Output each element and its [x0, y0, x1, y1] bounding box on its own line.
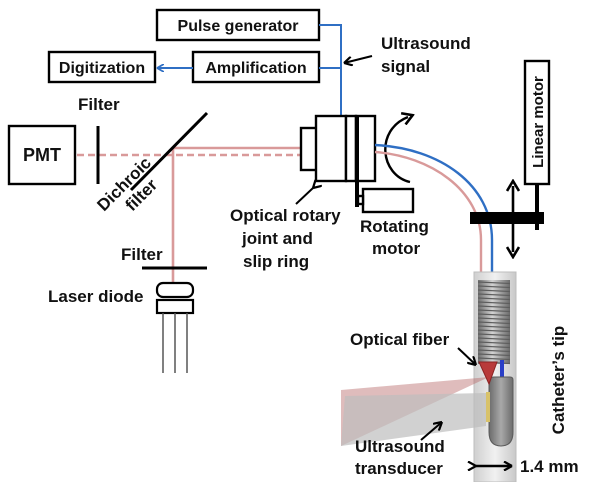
ultrasound-signal-label-line1: Ultrasound: [381, 34, 471, 53]
rotating-motor-body: [361, 187, 415, 214]
spring-coil-turn: [477, 281, 511, 285]
ultrasound-signal-pointer-arrow: [344, 55, 373, 63]
rotating-motor-label-line1: Rotating: [360, 217, 429, 236]
diameter-label: 1.4 mm: [520, 457, 579, 476]
spring-coil-turn: [477, 301, 511, 305]
pullback-clamp: [470, 212, 544, 224]
linear-motor-box: Linear motor: [523, 59, 551, 186]
ultrasound-transducer-pointer-arrow: [420, 422, 442, 441]
spring-coil-turn: [477, 333, 511, 337]
spring-coil-turn: [477, 313, 511, 317]
rotary-joint-label-line2: joint and: [241, 229, 313, 248]
catheter-tip: [341, 271, 517, 482]
digitization-label: Digitization: [59, 60, 145, 77]
rotation-arrow-icon: [384, 117, 410, 184]
ultrasound-transducer-face: [486, 392, 490, 422]
linear-motor-label: Linear motor: [530, 76, 547, 168]
spring-coil-turn: [477, 285, 511, 289]
laser-diode-cap: [155, 281, 195, 299]
spring-coil-turn: [477, 357, 511, 361]
rotary-joint-label-line3: slip ring: [243, 252, 309, 271]
ultrasound-signal-wiring: [157, 24, 342, 118]
spring-coil-turn: [477, 309, 511, 313]
spring-coil-turn: [477, 349, 511, 353]
pulse-generator-box: Pulse generator: [155, 8, 321, 42]
laser-diode-base: [155, 298, 195, 315]
rotating-motor: [356, 187, 415, 214]
spring-coil: [477, 280, 511, 365]
catheter-tip-label: Catheter’s tip: [549, 326, 568, 435]
optical-rotary-joint: [299, 114, 377, 207]
rotating-motor-label-line2: motor: [372, 239, 421, 258]
spring-coil-turn: [477, 297, 511, 301]
optical-fiber-cable: [374, 150, 483, 282]
ultrasound-signal-label-line2: signal: [381, 57, 430, 76]
spring-coil-turn: [477, 305, 511, 309]
pmt-label: PMT: [23, 145, 61, 165]
spring-coil-turn: [477, 289, 511, 293]
filter-top-label: Filter: [78, 95, 120, 114]
spring-coil-turn: [477, 345, 511, 349]
spring-coil-turn: [477, 325, 511, 329]
pulse-generator-label: Pulse generator: [178, 18, 299, 35]
rotary-joint-input-port: [299, 126, 319, 172]
optical-fiber-label: Optical fiber: [350, 330, 450, 349]
spring-coil-turn: [477, 317, 511, 321]
optical-fiber-tip: [478, 361, 498, 386]
laser-diode: [155, 281, 195, 373]
digitization-box: Digitization: [47, 50, 157, 84]
rotary-joint-body: [314, 114, 348, 183]
filter-bottom-label: Filter: [121, 245, 163, 264]
optical-fiber-pointer-arrow: [457, 347, 476, 365]
pulse-generator-wire: [319, 24, 342, 118]
ultrasound-cable: [374, 143, 494, 282]
amplification-box: Amplification: [191, 50, 321, 84]
dichroic-filter: [129, 111, 209, 192]
ultrasound-transducer-label-line1: Ultrasound: [355, 437, 445, 456]
transducer-housing: [488, 376, 514, 447]
spring-coil-turn: [477, 337, 511, 341]
optical-paths: [77, 146, 300, 290]
laser-diode-label: Laser diode: [48, 287, 143, 306]
spring-coil-turn: [477, 341, 511, 345]
rotary-joint-pointer-arrow: [295, 188, 313, 205]
ultrasound-beam: [341, 393, 486, 446]
pmt-box: PMT: [7, 124, 77, 186]
spring-coil-turn: [477, 329, 511, 333]
rotating-motor-shaft: [356, 194, 365, 206]
ultrasound-transducer-label-line2: transducer: [355, 459, 443, 478]
slip-ring: [344, 114, 358, 183]
spring-coil-turn: [477, 293, 511, 297]
spring-coil-turn: [477, 321, 511, 325]
spring-coil-turn: [477, 353, 511, 357]
amplification-label: Amplification: [205, 60, 306, 77]
rotary-joint-label-line1: Optical rotary: [230, 206, 341, 225]
